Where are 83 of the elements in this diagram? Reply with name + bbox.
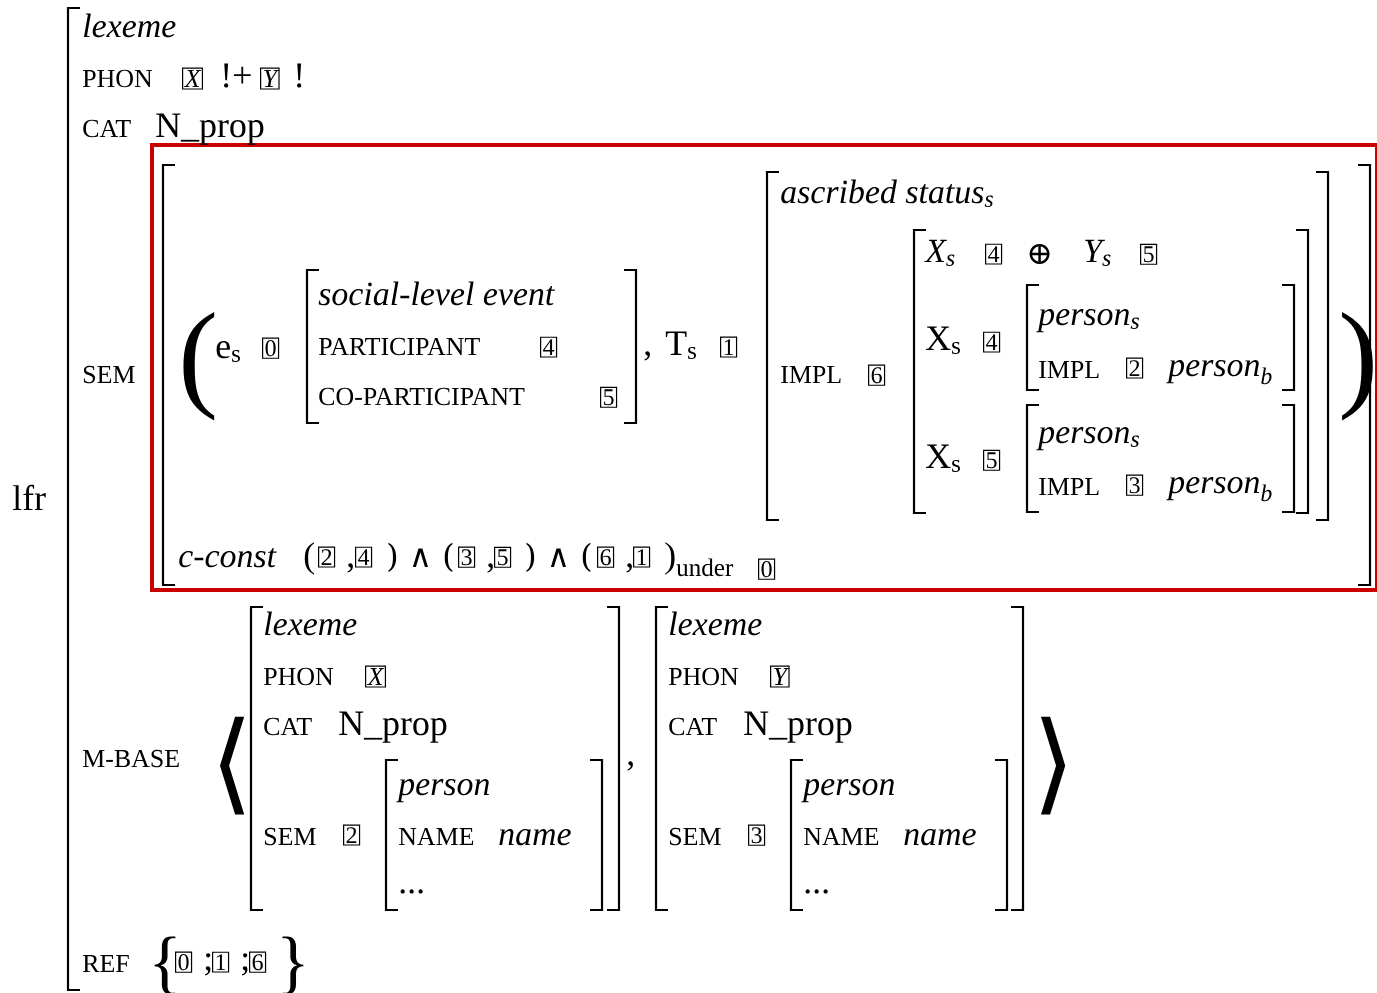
symbol: ) ∧ (	[388, 542, 453, 572]
text: N_prop	[744, 711, 852, 743]
feature-name: PHON	[263, 667, 334, 686]
angle-bracket: ⟨	[220, 716, 245, 815]
text: X$_{s}$	[926, 326, 960, 354]
tag-box: 3	[748, 824, 766, 846]
text: ,	[627, 761, 633, 771]
feature-name: IMPL	[781, 366, 841, 383]
italic-text: c-const	[179, 547, 277, 568]
italic-text: person$_{b}$	[1166, 477, 1272, 502]
tag-box: 3	[458, 546, 476, 568]
tag-box: 6	[597, 546, 615, 568]
text: )$_{under}$	[665, 542, 734, 577]
feature-name: IMPL	[1039, 361, 1099, 378]
tag-box: 1	[633, 546, 651, 568]
angle-bracket: ⟩	[1041, 716, 1066, 815]
tag-box: 0	[262, 337, 280, 359]
tag-box: 2	[343, 824, 361, 846]
tag-box: 0	[758, 558, 776, 580]
italic-text: lexeme	[84, 13, 176, 38]
tag-box: 6	[249, 951, 267, 973]
text: e$_{s}$	[216, 341, 240, 362]
symbol: ⊕	[1029, 244, 1050, 264]
tag-box: 2	[1126, 357, 1144, 379]
text: ,	[626, 563, 632, 573]
text: T$_{s}$	[665, 331, 696, 359]
tag-box: X	[365, 665, 387, 688]
text: ...	[400, 889, 423, 894]
italic-text: person$_{s}$	[1036, 309, 1139, 333]
italic-text: social-level event	[318, 281, 555, 306]
feature-name: REF	[82, 955, 129, 972]
tag-box: 1	[212, 951, 230, 973]
tag-box: 5	[600, 386, 618, 408]
tag-box: 4	[540, 336, 558, 358]
text: ...	[805, 889, 828, 894]
italic-text: ascribed status$_{s}$	[781, 179, 993, 207]
italic-text: Y$_{s}$	[1085, 239, 1111, 266]
text: !+	[224, 63, 251, 88]
feature-name: CO-PARTICIPANT	[319, 387, 525, 406]
tag-box: 5	[1140, 243, 1158, 265]
tag-box: 4	[355, 546, 373, 568]
text: lfr	[12, 484, 46, 510]
italic-text: person$_{s}$	[1036, 427, 1139, 451]
italic-text: X$_{s}$	[924, 239, 955, 266]
tag-box: 5	[983, 449, 1001, 471]
parenthesis: (	[183, 312, 215, 421]
text: N_prop	[156, 113, 264, 145]
feature-name: CAT	[264, 717, 312, 736]
feature-name: PHON	[82, 69, 153, 88]
italic-text: name	[904, 829, 976, 846]
tag-box: 6	[868, 364, 886, 386]
tag-box: 5	[494, 546, 512, 568]
feature-name: NAME	[803, 827, 879, 845]
text: N_prop	[339, 711, 447, 743]
tag-box: 2	[318, 546, 336, 568]
text: ,	[644, 351, 650, 361]
feature-name: NAME	[398, 827, 474, 845]
text: X$_{s}$	[926, 444, 960, 472]
text: ,	[487, 563, 493, 573]
text: !	[297, 63, 302, 88]
tag-box: 1	[720, 336, 738, 358]
symbol: ) ∧ (	[526, 542, 591, 572]
feature-name: CAT	[83, 119, 131, 138]
tag-box: 4	[983, 331, 1001, 353]
feature-name: PARTICIPANT	[318, 337, 480, 356]
tag-box: 0	[175, 951, 193, 973]
text: (	[304, 542, 314, 575]
feature-name: SEM	[669, 827, 721, 846]
italic-text: person	[396, 779, 489, 803]
tag-box: X	[182, 67, 204, 90]
feature-name: M-BASE	[82, 749, 179, 768]
italic-text: person	[801, 779, 894, 803]
italic-text: name	[499, 829, 571, 846]
feature-name: IMPL	[1039, 478, 1099, 495]
feature-name: PHON	[668, 667, 739, 686]
tag-box: 3	[1126, 474, 1144, 496]
italic-text: person$_{b}$	[1166, 360, 1272, 385]
feature-name: SEM	[264, 827, 316, 846]
text: ,	[347, 563, 353, 573]
tag-box: 4	[985, 243, 1003, 265]
feature-name: CAT	[669, 717, 717, 736]
text: ;	[242, 953, 248, 976]
text: ;	[205, 953, 211, 976]
